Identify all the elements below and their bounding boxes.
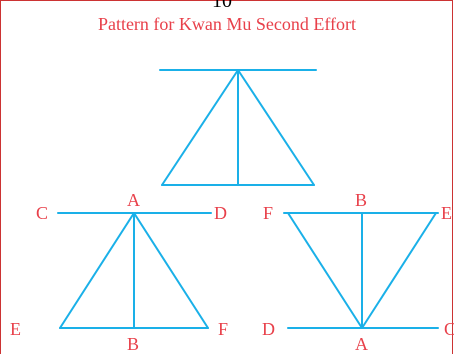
left-label-apex: A xyxy=(127,190,140,210)
right-label-bottom-right: C xyxy=(444,319,454,339)
left-label-base-left: E xyxy=(10,319,21,339)
left-label-top-right: D xyxy=(214,203,227,223)
right-label-top-mid: B xyxy=(355,190,367,210)
right-pattern-left-side xyxy=(287,212,363,329)
left-label-base-right: F xyxy=(218,319,228,339)
right-label-top-left: F xyxy=(263,203,273,223)
right-label-bottom-mid: A xyxy=(355,334,368,354)
right-pattern: F B E D A C xyxy=(262,190,454,354)
right-pattern-right-side xyxy=(361,212,437,329)
top-pattern xyxy=(159,69,317,186)
right-label-bottom-left: D xyxy=(262,319,275,339)
top-pattern-left-side xyxy=(161,69,239,186)
left-label-base-mid: B xyxy=(127,334,139,354)
left-pattern-left-side xyxy=(59,212,135,329)
left-pattern-right-side xyxy=(133,212,209,329)
top-pattern-right-side xyxy=(237,69,315,186)
left-pattern: C A D E B F xyxy=(10,190,228,354)
diagram-title: Pattern for Kwan Mu Second Effort xyxy=(97,14,357,34)
left-label-top-left: C xyxy=(36,203,48,223)
right-label-top-right: E xyxy=(441,203,452,223)
page-number: 10 xyxy=(212,0,232,12)
